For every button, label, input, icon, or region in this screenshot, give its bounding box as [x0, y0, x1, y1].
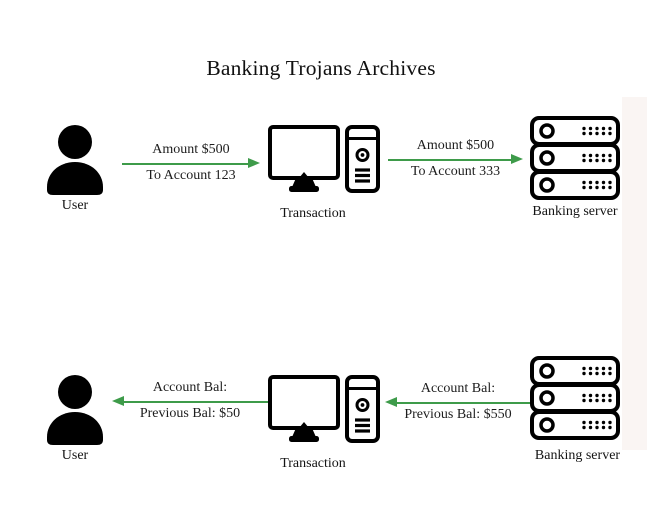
- transaction-label-bottom: Transaction: [280, 456, 346, 471]
- arrow-label-account-top2: To Account 333: [410, 164, 501, 179]
- page-edge-strip: [622, 97, 647, 450]
- user-icon-top: [45, 125, 105, 195]
- arrow-head-left-icon: [385, 397, 397, 407]
- arrow-label-previous-bottom2: Previous Bal: $550: [404, 407, 512, 422]
- arrow-transaction-to-server: Amount $500 To Account 333: [388, 134, 523, 180]
- transaction-computer-icon-top: [268, 125, 380, 195]
- user-icon-bottom: [45, 375, 105, 445]
- server-label-bottom: Banking server: [534, 448, 621, 463]
- arrow-head-left-icon: [112, 396, 124, 406]
- arrow-server-to-transaction: Account Bal: Previous Bal: $550: [385, 377, 531, 423]
- arrow-user-to-transaction: Amount $500 To Account 123: [122, 138, 260, 184]
- arrow-label-amount-top2: Amount $500: [416, 138, 495, 153]
- transaction-computer-icon-bottom: [268, 375, 380, 445]
- arrow-line: [396, 401, 531, 404]
- arrow-label-account-top1: To Account 123: [146, 168, 236, 183]
- banking-server-icon-top: [530, 116, 620, 200]
- arrow-label-balance-bottom1: Account Bal:: [152, 380, 228, 395]
- arrow-label-previous-bottom1: Previous Bal: $50: [139, 406, 241, 421]
- arrow-label-balance-bottom2: Account Bal:: [420, 381, 496, 396]
- arrow-label-amount-top1: Amount $500: [152, 142, 230, 157]
- user-label-bottom: User: [61, 448, 89, 463]
- server-label-top: Banking server: [532, 204, 618, 219]
- arrow-head-right-icon: [248, 158, 260, 168]
- arrow-head-right-icon: [511, 154, 523, 164]
- user-label-top: User: [61, 198, 89, 213]
- banking-server-icon-bottom: [530, 356, 620, 440]
- diagram-title: Banking Trojans Archives: [206, 56, 436, 80]
- arrow-line: [388, 158, 512, 161]
- arrow-transaction-to-user: Account Bal: Previous Bal: $50: [112, 376, 268, 422]
- arrow-line: [123, 400, 268, 403]
- transaction-label-top: Transaction: [280, 206, 346, 221]
- arrow-line: [122, 162, 249, 165]
